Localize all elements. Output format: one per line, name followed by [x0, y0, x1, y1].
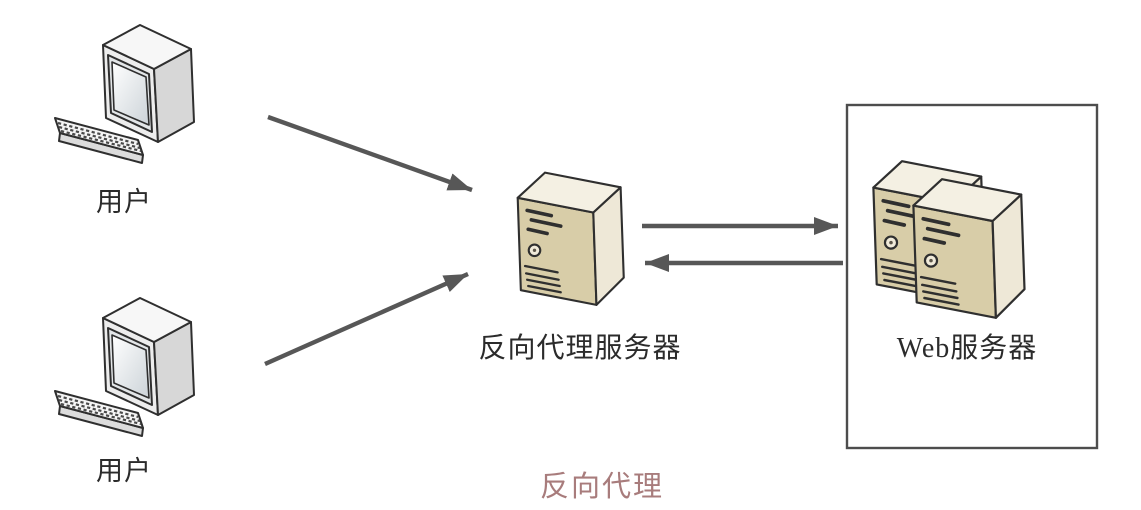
- user-2-label: 用户: [96, 456, 152, 486]
- arrow-user2-to-proxy: [264, 271, 469, 367]
- web-server-2-icon: [911, 177, 1027, 320]
- web-server-label: Web服务器: [896, 333, 1038, 364]
- reverse-proxy-server-label: 反向代理服务器: [478, 333, 682, 364]
- user-1-computer-icon: [53, 23, 196, 165]
- diagram-title: 反向代理: [539, 471, 665, 503]
- reverse-proxy-server-icon: [515, 170, 626, 307]
- arrow-user1-to-proxy: [267, 114, 473, 193]
- user-2-computer-icon: [53, 296, 196, 438]
- user-1-label: 用户: [96, 187, 152, 217]
- web-servers-box: [845, 103, 1099, 450]
